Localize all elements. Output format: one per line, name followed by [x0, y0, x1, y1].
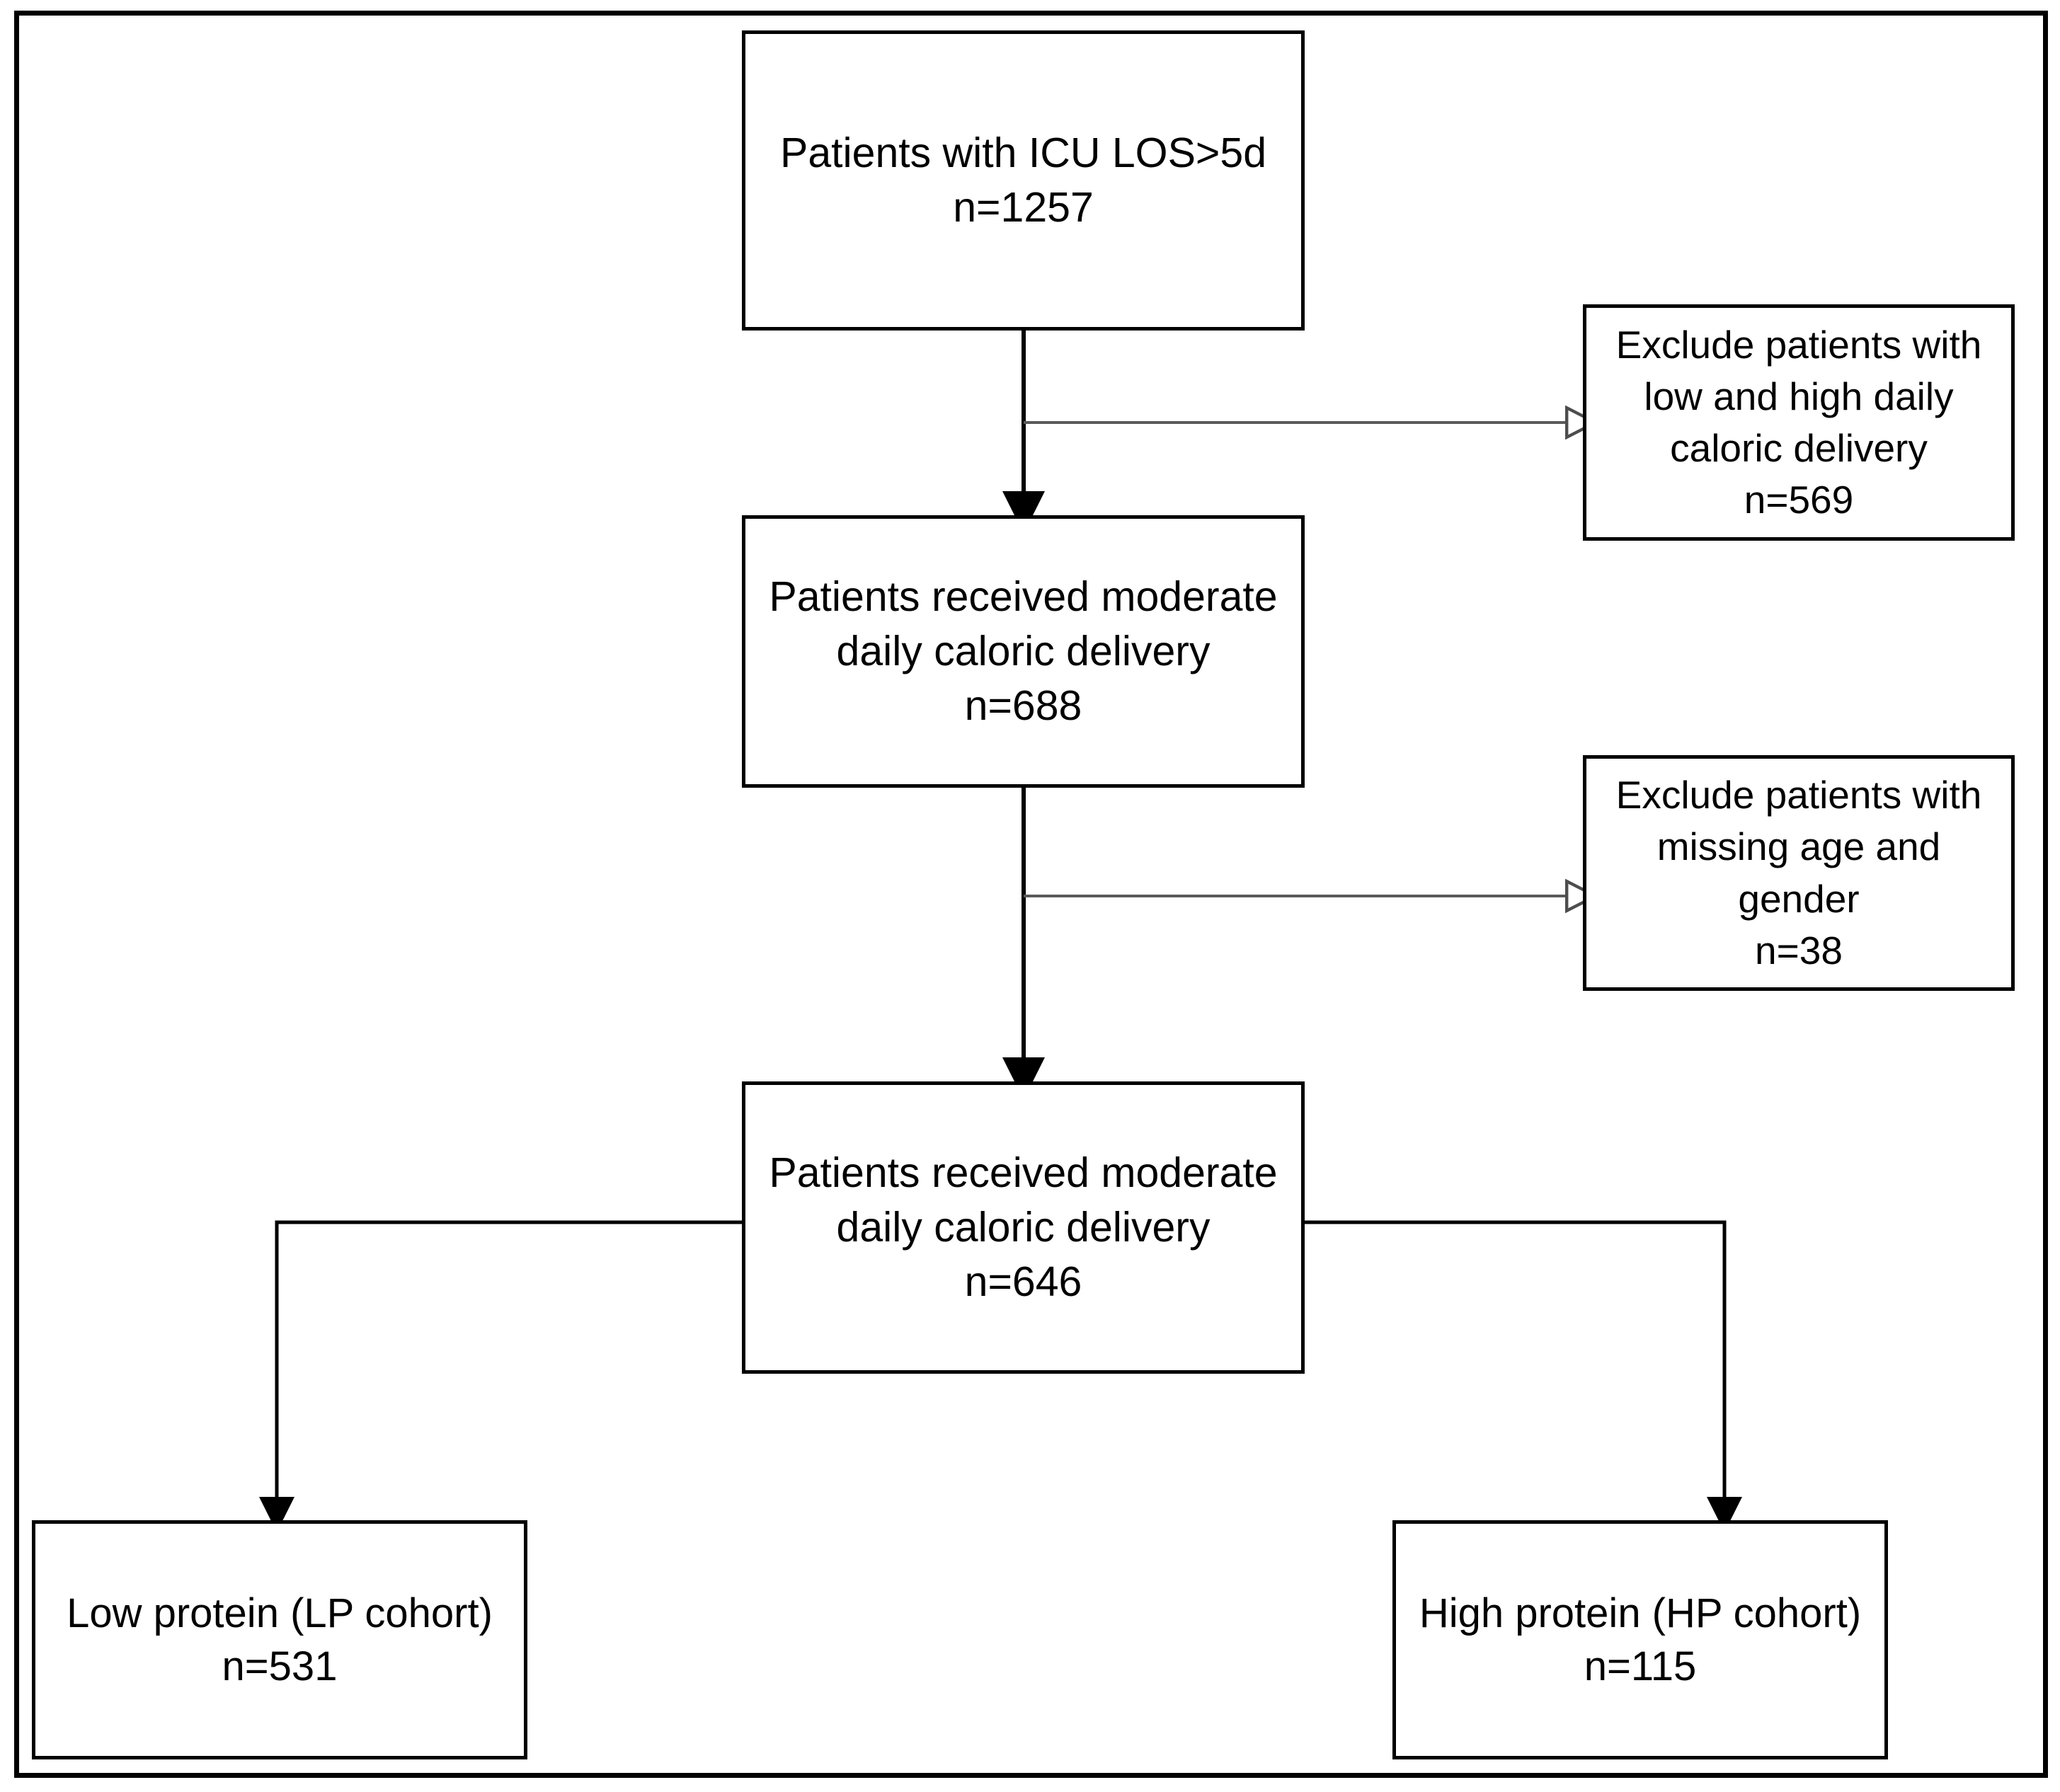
node-hp-label: High protein (HP cohort)	[1419, 1590, 1862, 1636]
node-screened-label: Patients with ICU LOS>5d	[779, 130, 1267, 177]
node-lp-count: n=531	[222, 1643, 338, 1689]
node-exclude1-label-line2: low and high daily	[1644, 374, 1954, 418]
node-exclude1-label-line3: caloric delivery	[1670, 426, 1928, 470]
node-hp-count: n=115	[1584, 1643, 1697, 1689]
node-moderate-caloric-delivery-688[interactable]: Patients received moderate daily caloric…	[742, 515, 1305, 788]
edge-moderate2-to-hp-cohort	[1305, 1220, 1742, 1532]
node-moderate2-label-line1: Patients received moderate	[769, 1149, 1278, 1197]
node-exclude-caloric-delivery[interactable]: Exclude patients with low and high daily…	[1583, 304, 2015, 541]
node-high-protein-cohort[interactable]: High protein (HP cohort) n=115	[1392, 1520, 1888, 1759]
node-exclude-missing-demographics[interactable]: Exclude patients with missing age and ge…	[1583, 755, 2015, 991]
node-moderate2-label-line2: daily caloric delivery	[836, 1204, 1211, 1251]
node-moderate1-label-line1: Patients received moderate	[769, 573, 1278, 621]
node-exclude1-count: n=569	[1744, 478, 1854, 522]
node-exclude1-label-line1: Exclude patients with	[1615, 322, 1982, 367]
figure-outer-frame	[14, 11, 2048, 1778]
node-exclude2-label-line3: gender	[1738, 876, 1860, 921]
node-patients-screened[interactable]: Patients with ICU LOS>5d n=1257	[742, 30, 1305, 331]
edge-moderate2-to-lp-cohort	[259, 1220, 742, 1532]
node-moderate1-count: n=688	[964, 682, 1082, 729]
node-exclude2-count: n=38	[1755, 928, 1843, 972]
node-low-protein-cohort[interactable]: Low protein (LP cohort) n=531	[32, 1520, 527, 1759]
node-moderate-caloric-delivery-646[interactable]: Patients received moderate daily caloric…	[742, 1081, 1305, 1374]
node-screened-count: n=1257	[953, 184, 1094, 231]
node-exclude2-label-line1: Exclude patients with	[1615, 773, 1982, 817]
node-moderate2-count: n=646	[964, 1258, 1082, 1305]
node-moderate1-label-line2: daily caloric delivery	[836, 628, 1211, 675]
node-exclude2-label-line2: missing age and	[1656, 825, 1941, 869]
node-lp-label: Low protein (LP cohort)	[67, 1590, 493, 1636]
